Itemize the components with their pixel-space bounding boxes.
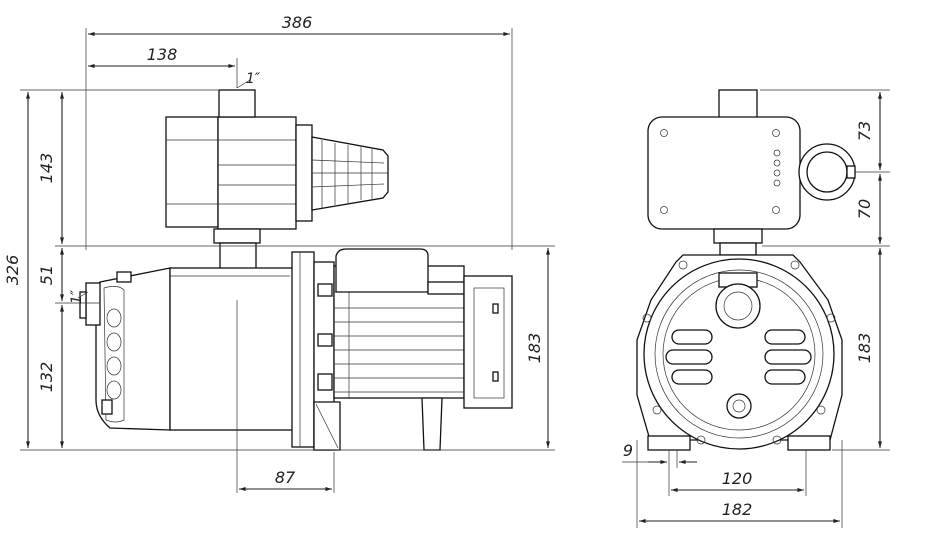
dim-front-height: 183: [855, 333, 874, 364]
dim-foot-spacing: 120: [722, 469, 753, 488]
dim-front-lower: 70: [855, 199, 874, 219]
dim-motor-height: 183: [525, 333, 544, 364]
dim-outlet-offset: 138: [147, 45, 178, 64]
dim-overall-height: 326: [3, 255, 22, 286]
dim-outlet-size: 1″: [246, 71, 261, 87]
motor-side: [333, 248, 513, 451]
dim-gap-height: 51: [37, 265, 56, 285]
dim-foot-offset: 87: [275, 468, 296, 487]
dim-controller-height: 143: [37, 153, 56, 184]
dim-base-width: 182: [722, 500, 753, 519]
dim-front-upper: 73: [855, 121, 874, 141]
side-dimensions: [20, 28, 555, 493]
front-dimensions: [622, 89, 890, 528]
dim-foot-width: 9: [623, 441, 633, 460]
front-view: [636, 89, 856, 451]
dim-overall-length: 386: [282, 13, 313, 32]
pressure-controller-front: [647, 89, 856, 256]
pump-front: [636, 254, 843, 451]
side-view: [79, 89, 513, 451]
flange-support: [291, 251, 341, 451]
pump-body-side: [79, 267, 296, 431]
dim-pump-height: 132: [37, 362, 56, 393]
union-nut: [213, 228, 261, 244]
pressure-controller-side: [165, 89, 389, 230]
dim-inlet-size: 1″: [69, 289, 85, 304]
